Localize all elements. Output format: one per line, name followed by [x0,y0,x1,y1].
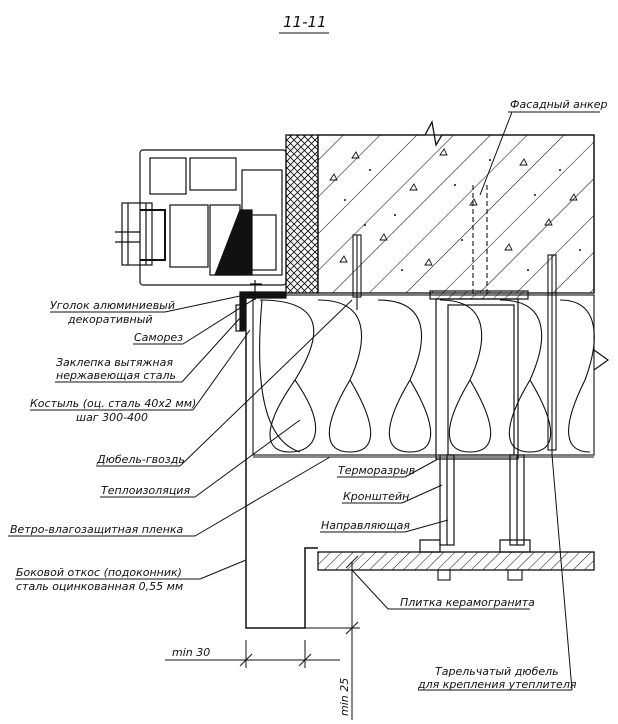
corner-fixings [235,280,287,332]
dimension-min-25-text: min 25 [338,678,351,716]
dimension-min-30-text: min 30 [172,646,210,659]
label-rivet-line-1: Заклепка вытяжная [56,356,173,369]
label-bracket: Кронштейн [343,490,409,503]
insulation-layer [252,294,595,456]
leader-lines-right [320,454,573,691]
facade-anchor [472,185,488,295]
sill-flashing [245,330,318,629]
dimension-min-25 [305,555,360,720]
label-dowel-nail: Дюбель-гвоздь [96,453,185,466]
label-tile: Плитка керамогранита [400,596,535,609]
leader-lines [8,295,353,580]
section-title: 11-11 [283,13,327,31]
label-rivet-line-2: нержавеющая сталь [56,369,176,382]
dimension-min-30 [165,640,340,668]
dowels [352,234,557,455]
porcelain-tile [317,551,595,571]
label-facade-anchor: Фасадный анкер [510,98,607,111]
label-screw: Саморез [134,331,183,344]
label-crutch-line-2: шаг 300-400 [76,411,148,424]
label-guide: Направляющая [321,519,410,532]
bracket-assembly [419,290,531,553]
label-sill-line-2: сталь оцинкованная 0,55 мм [16,580,183,593]
label-plate-dowel-line-2: для крепления утеплителя [417,678,577,691]
label-membrane: Ветро-влагозащитная пленка [10,523,184,536]
callout-labels: Фасадный анкер Уголок алюминиевый декора… [10,98,607,691]
section-title-group: 11-11 [279,13,329,34]
label-plate-dowel-line-1: Тарельчатый дюбель [435,665,559,678]
concrete-wall [317,120,595,294]
masonry-block [285,134,319,294]
label-insulation: Теплоизоляция [101,484,190,497]
label-corner-line-1: Уголок алюминиевый [50,299,175,312]
wall-break-right [593,349,610,371]
label-corner-line-2: декоративный [67,313,153,326]
label-thermal-break: Терморазрыв [338,464,415,477]
label-sill-line-1: Боковой откос (подоконник) [16,566,182,579]
label-crutch-line-1: Костыль (оц. сталь 40х2 мм) [30,397,196,410]
tile-clips [437,569,523,581]
window-profile [115,149,287,286]
facade-anchor-leader [479,111,513,196]
